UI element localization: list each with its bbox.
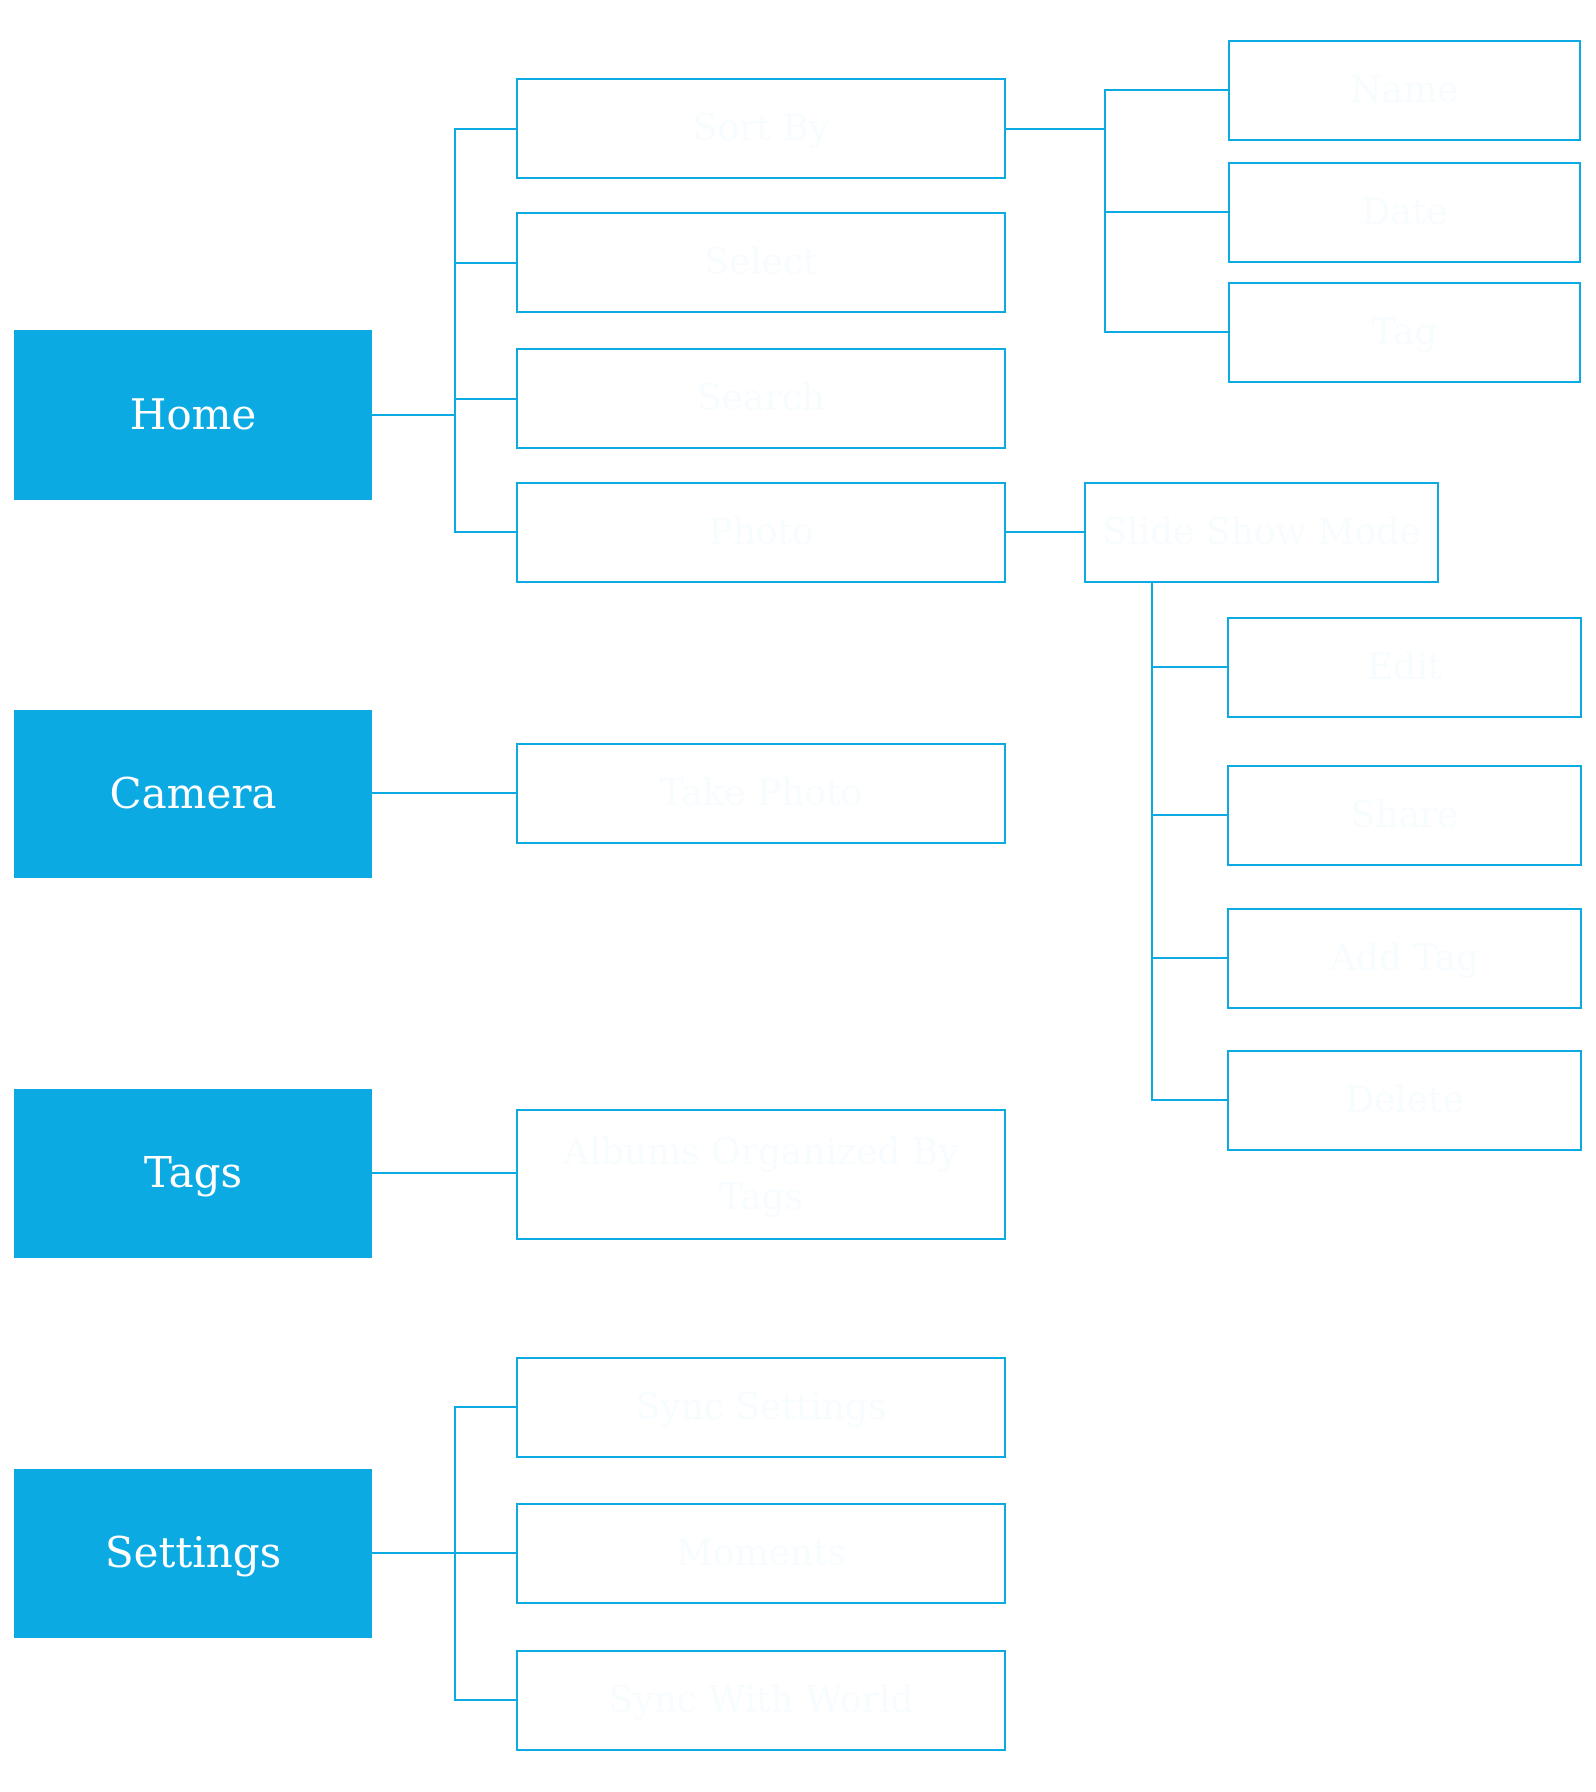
connector-home-trunk [454, 128, 456, 532]
connector-to-sync-with-world [454, 1699, 516, 1701]
connector-to-add-tag [1151, 957, 1227, 959]
node-take-photo: Take Photo [516, 743, 1006, 844]
connector-to-sync-settings [454, 1406, 516, 1408]
connector-to-share [1151, 814, 1227, 816]
node-search: Search [516, 348, 1006, 449]
node-sync-with-world: Sync With World [516, 1650, 1006, 1751]
connector-to-search [454, 398, 516, 400]
connector-to-photo [454, 531, 516, 533]
node-add-tag: Add Tag [1227, 908, 1582, 1009]
connector-to-sort-date [1104, 211, 1228, 213]
node-edit: Edit [1227, 617, 1582, 718]
connector-to-edit [1151, 666, 1227, 668]
node-moments: Moments [516, 1503, 1006, 1604]
section-tags: Tags [14, 1089, 372, 1258]
connector-sort-by-out [1006, 128, 1106, 130]
connector-to-sort-tag [1104, 331, 1228, 333]
section-camera: Camera [14, 710, 372, 878]
section-home: Home [14, 330, 372, 500]
node-sort-name: Name [1228, 40, 1581, 141]
node-sort-by: Sort By [516, 78, 1006, 179]
node-slide-show-mode: Slide Show Mode [1084, 482, 1439, 583]
node-sort-tag: Tag [1228, 282, 1581, 383]
connector-camera-out [372, 792, 516, 794]
connector-settings-out [372, 1552, 455, 1554]
connector-slideshow-trunk [1151, 582, 1153, 1101]
connector-to-select [454, 262, 516, 264]
connector-to-moments [454, 1552, 516, 1554]
connector-to-delete [1151, 1099, 1227, 1101]
connector-photo-out [1006, 531, 1086, 533]
node-sync-settings: Sync Settings [516, 1357, 1006, 1458]
node-sort-date: Date [1228, 162, 1581, 263]
node-photo: Photo [516, 482, 1006, 583]
node-select: Select [516, 212, 1006, 313]
node-albums-by-tags: Albums Organized By Tags [516, 1109, 1006, 1240]
connector-tags-out [372, 1172, 516, 1174]
section-settings: Settings [14, 1469, 372, 1638]
connector-home-out [372, 414, 455, 416]
node-share: Share [1227, 765, 1582, 866]
node-delete: Delete [1227, 1050, 1582, 1151]
connector-to-sort-name [1104, 89, 1228, 91]
connector-to-sort-by [454, 128, 516, 130]
